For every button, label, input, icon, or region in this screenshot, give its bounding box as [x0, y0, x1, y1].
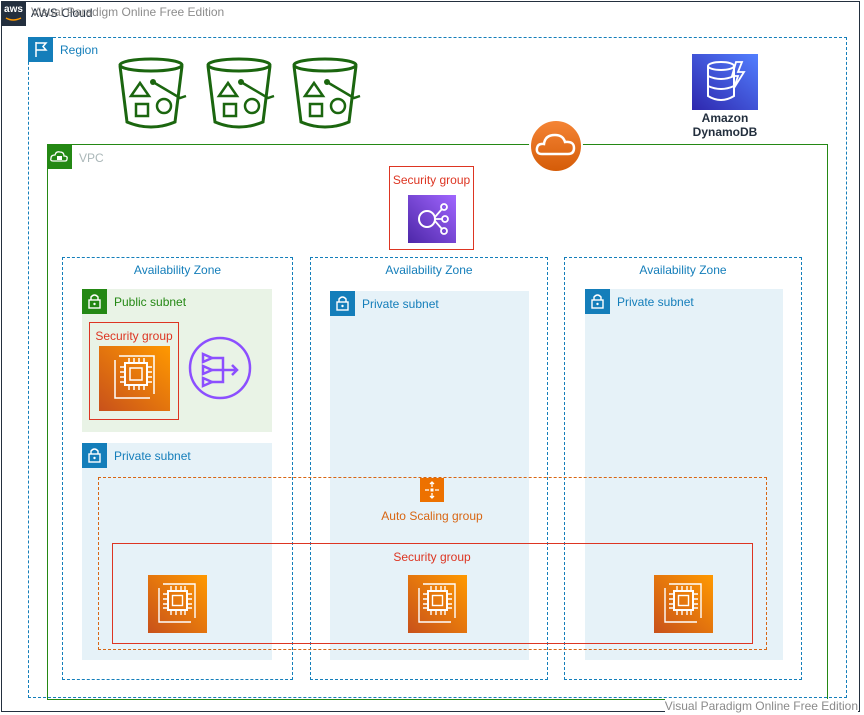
availability-zone-3	[564, 257, 802, 680]
instances-security-group-frame	[112, 543, 753, 644]
aws-logo-icon: aws	[1, 1, 26, 26]
public-security-group-label: Security group	[95, 329, 173, 343]
auto-scaling-group-frame	[98, 477, 767, 650]
elastic-load-balancer-icon	[408, 195, 456, 243]
ec2-instance-icon	[654, 575, 713, 633]
lb-security-group-frame	[389, 166, 474, 250]
lb-security-group-label: Security group	[392, 173, 471, 187]
ec2-instance-icon	[408, 575, 467, 633]
lock-icon	[585, 289, 610, 314]
dynamodb-label-line1: Amazon	[701, 111, 749, 125]
s3-bucket-icon	[206, 57, 275, 129]
availability-zone-2-label: Availability Zone	[385, 263, 473, 277]
dynamodb-label-line2: DynamoDB	[692, 125, 758, 139]
cloud-icon	[529, 119, 583, 173]
ec2-instance-icon	[148, 575, 207, 633]
region-label: Region	[60, 43, 99, 57]
lock-icon	[82, 443, 107, 468]
s3-bucket-icon	[118, 57, 187, 129]
availability-zone-1-label: Availability Zone	[133, 263, 222, 277]
instances-security-group-label: Security group	[393, 550, 471, 564]
watermark-bottom: Visual Paradigm Online Free Edition	[664, 699, 858, 713]
auto-scaling-icon	[420, 478, 444, 502]
cloud-lock-icon	[47, 144, 72, 169]
lock-icon	[330, 291, 355, 316]
vpc-label: VPC	[79, 151, 104, 165]
private-subnet-2-label: Private subnet	[362, 297, 439, 311]
public-security-group-frame	[89, 322, 179, 420]
auto-scaling-group-label: Auto Scaling group	[381, 509, 483, 523]
availability-zone-1	[62, 257, 293, 680]
private-subnet-3-label: Private subnet	[617, 295, 694, 309]
vpc-frame	[47, 144, 828, 700]
availability-zone-3-label: Availability Zone	[639, 263, 727, 277]
aws-cloud-label: AWS Cloud	[31, 6, 93, 20]
s3-bucket-icon	[292, 57, 361, 129]
flag-icon	[28, 37, 53, 62]
public-subnet-1-label: Public subnet	[114, 295, 187, 309]
region-frame	[28, 37, 847, 698]
watermark-top: Visual Paradigm Online Free Edition	[31, 5, 225, 19]
private-subnet-1-label: Private subnet	[114, 449, 191, 463]
availability-zone-2	[310, 257, 548, 680]
aws-logo-text: aws	[4, 4, 23, 15]
nat-gateway-icon	[188, 336, 252, 400]
dynamodb-icon	[692, 54, 758, 110]
ec2-instance-icon	[99, 346, 170, 411]
lock-icon	[82, 289, 107, 314]
